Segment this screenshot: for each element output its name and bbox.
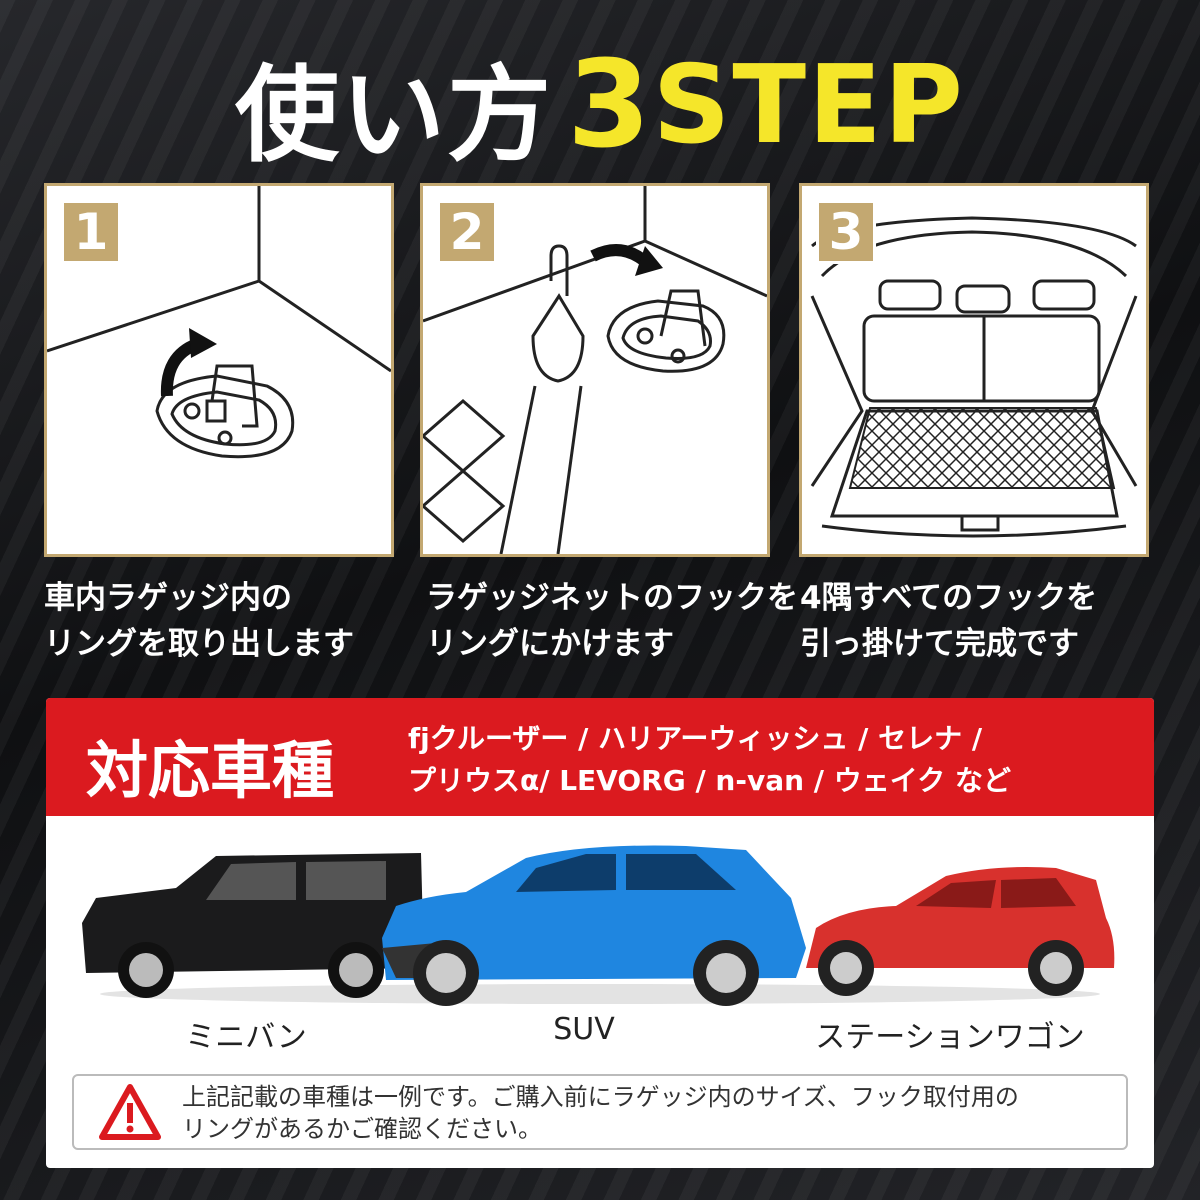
title-suffix: STEP [652,42,965,168]
notice-box: 上記記載の車種は一例です。ご購入前にラゲッジ内のサイズ、フック取付用の リングが… [72,1074,1128,1150]
step-1-panel: 1 [44,183,394,557]
warning-triangle-icon [99,1084,161,1140]
suv-image [382,845,806,1006]
compatible-vehicles-header: 対応車種 fjクルーザー / ハリアーウィッシュ / セレナ / プリウスα/ … [46,698,1154,816]
compatible-vehicles-title: 対応車種 [86,734,335,807]
step-1-caption-line2: リングを取り出します [44,626,354,662]
station-wagon-image [806,867,1115,996]
step-3-caption: 4隅すべてのフックを 引っ掛けて完成です [800,575,1097,667]
notice-line2: リングがあるかご確認ください。 [182,1115,542,1143]
notice-text: 上記記載の車種は一例です。ご購入前にラゲッジ内のサイズ、フック取付用の リングが… [182,1081,1019,1145]
minivan-image [82,853,424,998]
compatible-vehicles-line2: プリウスα/ LEVORG / n-van / ウェイク など [408,764,1011,797]
step-2-caption: ラゲッジネットのフックを リングにかけます [426,575,798,667]
title-prefix: 使い方 [235,53,554,176]
curved-arrow-icon [160,328,217,397]
compatible-vehicles-section: 対応車種 fjクルーザー / ハリアーウィッシュ / セレナ / プリウスα/ … [46,698,1154,1168]
step-1-number: 1 [61,200,121,264]
step-1-caption-line1: 車内ラゲッジ内の [44,580,292,616]
step-3-illustration [810,216,1138,538]
cars-illustration [82,845,1115,1006]
car-label-suv: SUV [553,1012,615,1047]
compatible-vehicles-line1: fjクルーザー / ハリアーウィッシュ / セレナ / [408,722,983,755]
step-2-caption-line2: リングにかけます [426,626,674,662]
title-number: 3 [567,35,653,175]
notice-line1: 上記記載の車種は一例です。ご購入前にラゲッジ内のサイズ、フック取付用の [182,1083,1019,1111]
step-2-number: 2 [437,200,497,264]
car-label-station-wagon: ステーションワゴン [815,1020,1085,1055]
car-label-minivan: ミニバン [185,1020,307,1055]
curved-arrow-icon [590,244,663,276]
step-3-caption-line2: 引っ掛けて完成です [800,626,1079,662]
step-2-caption-line1: ラゲッジネットのフックを [426,580,798,616]
step-2-panel: 2 [420,183,770,557]
step-3-caption-line1: 4隅すべてのフックを [800,580,1098,616]
step-2-illustration [423,186,767,554]
step-1-caption: 車内ラゲッジ内の リングを取り出します [44,575,354,667]
compatible-vehicles-list: fjクルーザー / ハリアーウィッシュ / セレナ / プリウスα/ LEVOR… [408,718,1011,802]
page-title: 使い方 3 STEP [0,36,1200,176]
step-3-number: 3 [816,200,876,264]
step-3-panel: 3 [799,183,1149,557]
step-1-illustration [47,186,391,459]
